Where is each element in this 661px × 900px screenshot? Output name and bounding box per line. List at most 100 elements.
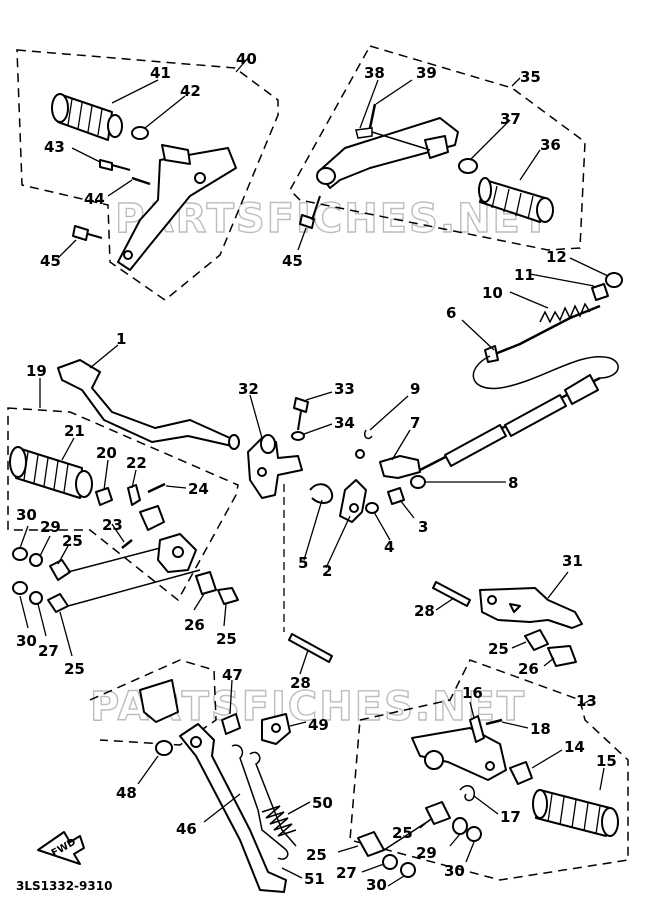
spring-part-17[interactable] — [459, 785, 475, 802]
callout-29-right: 29 — [416, 844, 437, 862]
washer-part-34[interactable] — [291, 431, 305, 441]
nut-part-30-lower[interactable] — [12, 581, 28, 595]
washer-part-4[interactable] — [365, 502, 379, 514]
bracket-part-14[interactable] — [509, 761, 533, 785]
pin-part-39[interactable] — [368, 103, 377, 129]
callout-labels: 40 41 42 43 44 45 38 39 35 37 36 45 12 1… — [16, 50, 617, 894]
callout-42: 42 — [180, 82, 201, 100]
callout-14: 14 — [564, 738, 585, 756]
pin-part-23[interactable] — [121, 539, 133, 549]
washer-part-27-lower[interactable] — [29, 591, 43, 605]
callout-25-right-lower: 25 — [306, 846, 327, 864]
footpeg-part-15[interactable] — [532, 789, 619, 837]
bracket-part-31[interactable] — [479, 587, 583, 629]
group-13-front-footrest-right — [337, 659, 629, 887]
callout-47: 47 — [222, 666, 243, 684]
callout-49: 49 — [308, 716, 329, 734]
callout-51: 51 — [304, 870, 325, 888]
washer-part-29-upper[interactable] — [29, 553, 43, 567]
callout-40: 40 — [236, 50, 257, 68]
nut-part-8[interactable] — [410, 475, 426, 489]
shift-shaft-part-28-centre[interactable] — [288, 633, 333, 663]
pin-part-44[interactable] — [131, 176, 151, 186]
washer-part-27-mid[interactable] — [452, 817, 468, 835]
spring-part-5[interactable] — [309, 483, 334, 504]
callout-8: 8 — [508, 474, 518, 492]
nut-part-30-mid[interactable] — [466, 826, 482, 842]
spring-coil-51[interactable] — [261, 805, 297, 837]
footpeg-part-21[interactable] — [9, 446, 93, 499]
cap-part-11[interactable] — [591, 283, 609, 301]
callout-39: 39 — [416, 64, 437, 82]
callout-16: 16 — [462, 684, 483, 702]
callout-25-right-upper: 25 — [488, 640, 509, 658]
callout-36: 36 — [540, 136, 561, 154]
callout-26-right: 26 — [518, 660, 539, 678]
washer-part-37[interactable] — [458, 158, 478, 174]
collar-part-25-lower[interactable] — [47, 593, 69, 613]
callout-33: 33 — [334, 380, 355, 398]
callout-45-right: 45 — [282, 252, 303, 270]
callout-22: 22 — [126, 454, 147, 472]
nut-part-12[interactable] — [605, 272, 623, 288]
collar-part-25-bottom[interactable] — [357, 831, 385, 857]
callout-28-centre: 28 — [290, 674, 311, 692]
shift-linkage — [57, 257, 623, 569]
footpeg-part-41[interactable] — [51, 93, 123, 141]
callout-23: 23 — [102, 516, 123, 534]
collar-part-25-upper[interactable] — [49, 559, 71, 581]
callout-25-left-upper: 25 — [62, 532, 83, 550]
callout-25-left-lower: 25 — [64, 660, 85, 678]
pin-part-38[interactable] — [355, 127, 431, 151]
washer-part-27-bottom[interactable] — [382, 854, 398, 870]
callout-25-right-mid: 25 — [392, 824, 413, 842]
footrest-bracket-right[interactable] — [317, 117, 459, 189]
side-stand-part-46[interactable] — [179, 723, 287, 893]
callout-1: 1 — [116, 330, 126, 348]
callout-48: 48 — [116, 784, 137, 802]
callout-13: 13 — [576, 692, 597, 710]
callout-35: 35 — [520, 68, 541, 86]
callout-25-left-mid: 25 — [216, 630, 237, 648]
bolt-part-33[interactable] — [293, 397, 309, 431]
washer-part-42[interactable] — [131, 126, 149, 140]
bolt-part-43[interactable] — [99, 159, 131, 171]
callout-43: 43 — [44, 138, 65, 156]
joint-part-7[interactable] — [379, 455, 421, 479]
callout-37: 37 — [500, 110, 521, 128]
watermark-top: PARTSFICHES.NET — [115, 196, 551, 242]
bolt-part-45-left[interactable] — [72, 225, 103, 241]
collar-part-25-right[interactable] — [524, 629, 549, 651]
callout-7: 7 — [410, 414, 420, 432]
collar-part-26-left[interactable] — [195, 571, 217, 595]
callout-28-right: 28 — [414, 602, 435, 620]
pin-part-22[interactable] — [127, 484, 141, 506]
group-13-dashed-boundary — [349, 659, 629, 881]
clip-part-9[interactable] — [363, 429, 373, 440]
callout-27-right: 27 — [336, 864, 357, 882]
pin-part-16[interactable] — [469, 715, 485, 743]
spring-part-10[interactable] — [539, 302, 591, 324]
callout-2: 2 — [322, 562, 332, 580]
bracket-part-20[interactable] — [95, 487, 113, 506]
callout-6: 6 — [446, 304, 456, 322]
callout-17: 17 — [500, 808, 521, 826]
shift-arm-part-2[interactable] — [339, 479, 367, 523]
callout-19: 19 — [26, 362, 47, 380]
shift-shaft-part-28-right[interactable] — [432, 581, 471, 607]
nut-part-48[interactable] — [155, 740, 173, 756]
spring-part-50-hook[interactable] — [231, 744, 289, 860]
pin-part-24[interactable] — [147, 482, 166, 494]
footpeg-part-36[interactable] — [478, 177, 554, 223]
nut-part-30-upper[interactable] — [12, 547, 28, 561]
callout-9: 9 — [410, 380, 420, 398]
pin-part-18[interactable] — [485, 718, 503, 726]
callout-4: 4 — [384, 538, 394, 556]
fwd-arrow-icon: FWD — [37, 831, 85, 865]
bolt-part-45-right[interactable] — [299, 195, 321, 229]
collar-part-25-left[interactable] — [217, 587, 239, 605]
nut-part-30-bottom[interactable] — [400, 862, 416, 878]
collar-part-26-right[interactable] — [547, 645, 577, 667]
footrest-bracket-left[interactable] — [117, 147, 237, 271]
bolt-part-47[interactable] — [221, 713, 241, 735]
